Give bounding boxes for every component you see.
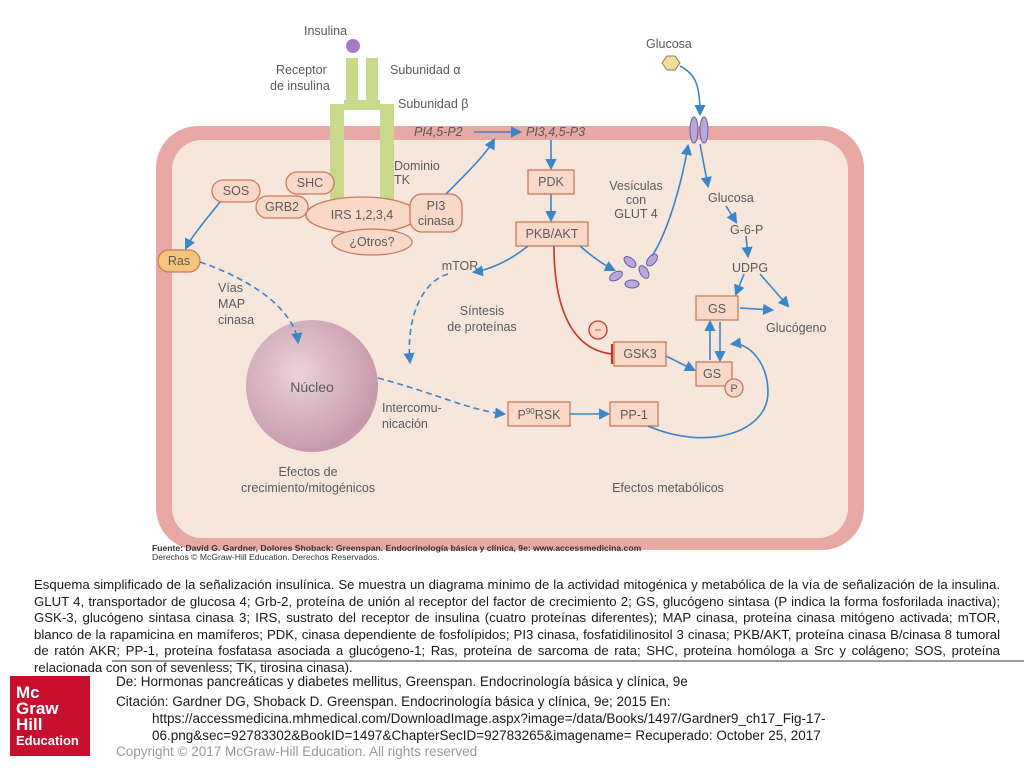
label-pp1: PP-1 <box>620 408 648 422</box>
label-p-badge: P <box>730 383 737 395</box>
label-vesic-2: con <box>626 193 646 207</box>
arrow-pp1-to-gs-loop <box>647 337 769 439</box>
insulin-molecule <box>346 39 360 53</box>
label-pdk: PDK <box>538 175 564 189</box>
otros-node <box>331 228 413 256</box>
label-otros: ¿Otros? <box>349 235 394 249</box>
pp1-node <box>609 401 659 427</box>
label-vias-3: cinasa <box>218 313 254 327</box>
arrow-nucleus-to-p90-dashed <box>377 377 507 419</box>
label-subunidad-alpha: Subunidad α <box>390 63 460 77</box>
insulin-receptor <box>330 58 394 224</box>
label-minus: − <box>594 323 601 337</box>
phosphate-badge <box>724 378 744 398</box>
copyright-notice: Copyright © 2017 McGraw-Hill Education. … <box>116 744 478 759</box>
arrow-vesicles-to-glut4 <box>651 143 693 257</box>
arrow-udpg-to-glucogeno <box>759 273 790 308</box>
label-sintesis-2: de proteínas <box>447 320 517 334</box>
arrow-sos-to-ras <box>184 201 221 251</box>
gs-node <box>695 295 739 321</box>
glucose-molecule <box>661 55 681 71</box>
gs-p-node <box>695 361 733 387</box>
arrow-glucose-in <box>679 65 706 117</box>
arrow-udpg-to-gs <box>734 273 745 297</box>
nucleus <box>246 320 378 452</box>
label-pi345: PI3,4,5-P3 <box>526 125 585 139</box>
label-pkb: PKB/AKT <box>526 227 579 241</box>
divider-line <box>112 660 1024 662</box>
arrow-g6p-to-udpg <box>741 235 753 259</box>
pkb-akt-node <box>515 221 589 247</box>
logo-text-mc: Mc <box>16 683 40 702</box>
arrow-pkb-to-vesicles <box>579 245 617 272</box>
citation-text: Citación: Gardner DG, Shoback D. Greensp… <box>116 694 826 743</box>
label-dominio-2: TK <box>394 173 411 187</box>
gsk3-node <box>613 341 667 367</box>
arrow-glut4-to-glucosa <box>699 143 712 189</box>
label-pi3-1: PI3 <box>427 199 446 213</box>
label-p90rsk: P90RSK <box>518 407 562 422</box>
logo-text-hill: Hill <box>16 715 43 734</box>
label-vias-2: MAP <box>218 297 245 311</box>
label-vesic-1: Vesículas <box>609 179 663 193</box>
label-efectos-met: Efectos metabólicos <box>612 481 724 495</box>
figure-source: Fuente: David G. Gardner, Dolores Shobac… <box>152 543 642 553</box>
label-dominio-1: Dominio <box>394 159 440 173</box>
mcgraw-hill-logo: Mc Graw Hill Education <box>10 676 90 756</box>
pi3-cinasa-node <box>409 193 463 233</box>
label-efectos-crec-1: Efectos de <box>278 465 337 479</box>
label-inter-1: Intercomu- <box>382 401 442 415</box>
arrow-pkb-to-mtor <box>471 245 529 277</box>
label-ras: Ras <box>168 254 190 268</box>
label-irs: IRS 1,2,3,4 <box>331 208 394 222</box>
citation-block: De: Hormonas pancreáticas y diabetes mel… <box>116 673 1016 744</box>
label-efectos-crec-2: crecimiento/mitogénicos <box>241 481 375 495</box>
label-udpg: UDPG <box>732 261 768 275</box>
logo-text-education: Education <box>16 733 79 748</box>
label-gs: GS <box>708 302 726 316</box>
label-vias-1: Vías <box>218 281 243 295</box>
arrow-gsk3-to-gsp <box>665 355 697 372</box>
grb2-node <box>255 195 309 219</box>
label-sintesis-1: Síntesis <box>460 304 504 318</box>
logo-text-graw: Graw <box>16 699 59 718</box>
glut4-vesicles <box>609 253 658 289</box>
label-insulina: Insulina <box>304 24 347 38</box>
shc-node <box>285 171 335 195</box>
label-receptor-2: de insulina <box>270 79 330 93</box>
label-gsk3: GSK3 <box>623 347 656 361</box>
label-nucleo: Núcleo <box>290 379 334 395</box>
label-shc: SHC <box>297 176 323 190</box>
label-vesic-3: GLUT 4 <box>614 207 658 221</box>
label-glucosa-in: Glucosa <box>708 191 754 205</box>
label-glucosa-top: Glucosa <box>646 37 692 51</box>
arrow-glucosa-to-g6p <box>725 205 738 224</box>
label-subunidad-beta: Subunidad β <box>398 97 468 111</box>
figure-rights: Derechos © McGraw-Hill Education. Derech… <box>152 552 379 560</box>
glut4-transporter <box>689 116 709 144</box>
sos-node <box>211 179 261 203</box>
arrow-pi3-to-pi45 <box>445 138 496 195</box>
label-mtor: mTOR <box>442 259 479 273</box>
arrow-ras-to-nucleus-dashed <box>199 261 303 345</box>
ras-node <box>157 249 201 273</box>
label-glucogeno: Glucógeno <box>766 321 827 335</box>
arrow-gs-to-glucogeno <box>739 303 775 316</box>
label-g6p: G-6-P <box>730 223 763 237</box>
citation-from: De: Hormonas pancreáticas y diabetes mel… <box>116 674 688 689</box>
label-gs-p: GS <box>703 367 721 381</box>
label-sos: SOS <box>223 184 249 198</box>
insulin-signaling-figure: Insulina Receptor de insulina Subunidad … <box>148 22 868 560</box>
inhibition-pkb-to-gsk3 <box>553 245 613 355</box>
label-receptor-1: Receptor <box>276 63 327 77</box>
label-inter-2: nicación <box>382 417 428 431</box>
arrow-mtor-to-nucleus-dashed <box>403 273 449 365</box>
inhibition-badge <box>588 320 608 340</box>
label-grb2: GRB2 <box>265 200 299 214</box>
label-pi45: PI4,5-P2 <box>414 125 463 139</box>
label-pi3-2: cinasa <box>418 214 454 228</box>
figure-caption: Esquema simplificado de la señalización … <box>34 577 1000 675</box>
